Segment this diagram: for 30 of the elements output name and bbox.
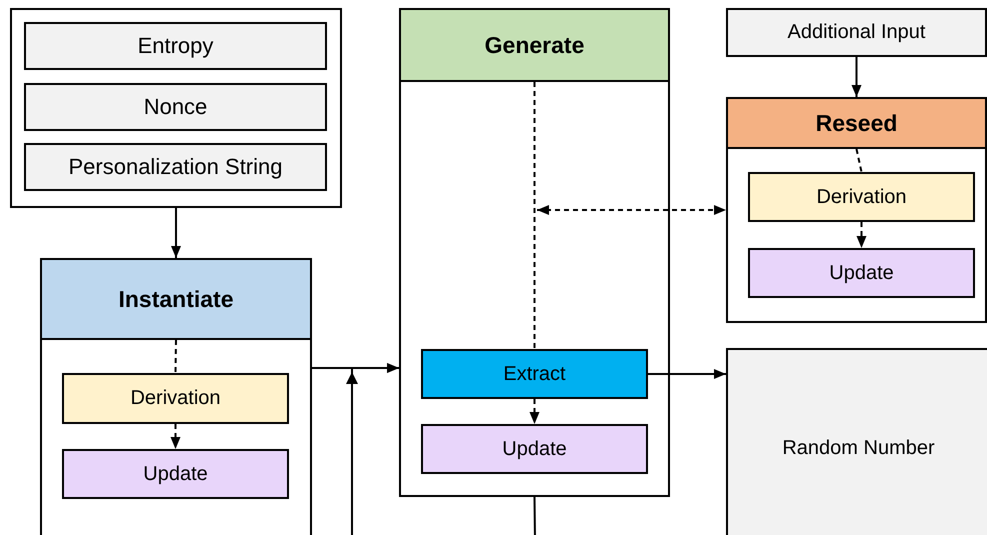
stage-heading: Instantiate — [40, 258, 312, 340]
arrow — [537, 205, 726, 215]
process-box: Extract — [421, 349, 648, 399]
stage-panel — [399, 8, 670, 497]
stage-heading: Reseed — [726, 97, 987, 149]
process-box: Random Number — [726, 348, 987, 535]
connector-line — [534, 82, 536, 349]
arrow — [648, 369, 726, 379]
arrow — [171, 208, 181, 258]
arrow — [852, 57, 862, 97]
stage-heading: Generate — [399, 8, 670, 82]
stage-panel — [726, 97, 987, 323]
arrow — [170, 424, 180, 449]
stage-panel — [40, 258, 312, 535]
process-box: Personalization String — [24, 143, 327, 191]
connector-line — [534, 496, 536, 535]
arrow — [530, 399, 540, 424]
process-box: Update — [421, 424, 648, 474]
connector-line — [174, 340, 177, 374]
process-box: Derivation — [62, 373, 289, 424]
process-box: Nonce — [24, 83, 327, 131]
process-box: Additional Input — [726, 8, 987, 57]
connector-line — [856, 148, 862, 172]
process-box: Update — [62, 449, 289, 499]
process-box: Entropy — [24, 22, 327, 70]
process-box: Derivation — [748, 172, 975, 222]
process-box: Update — [748, 248, 975, 298]
input-group-box — [10, 8, 342, 208]
arrow — [346, 363, 399, 535]
arrow — [856, 222, 866, 248]
